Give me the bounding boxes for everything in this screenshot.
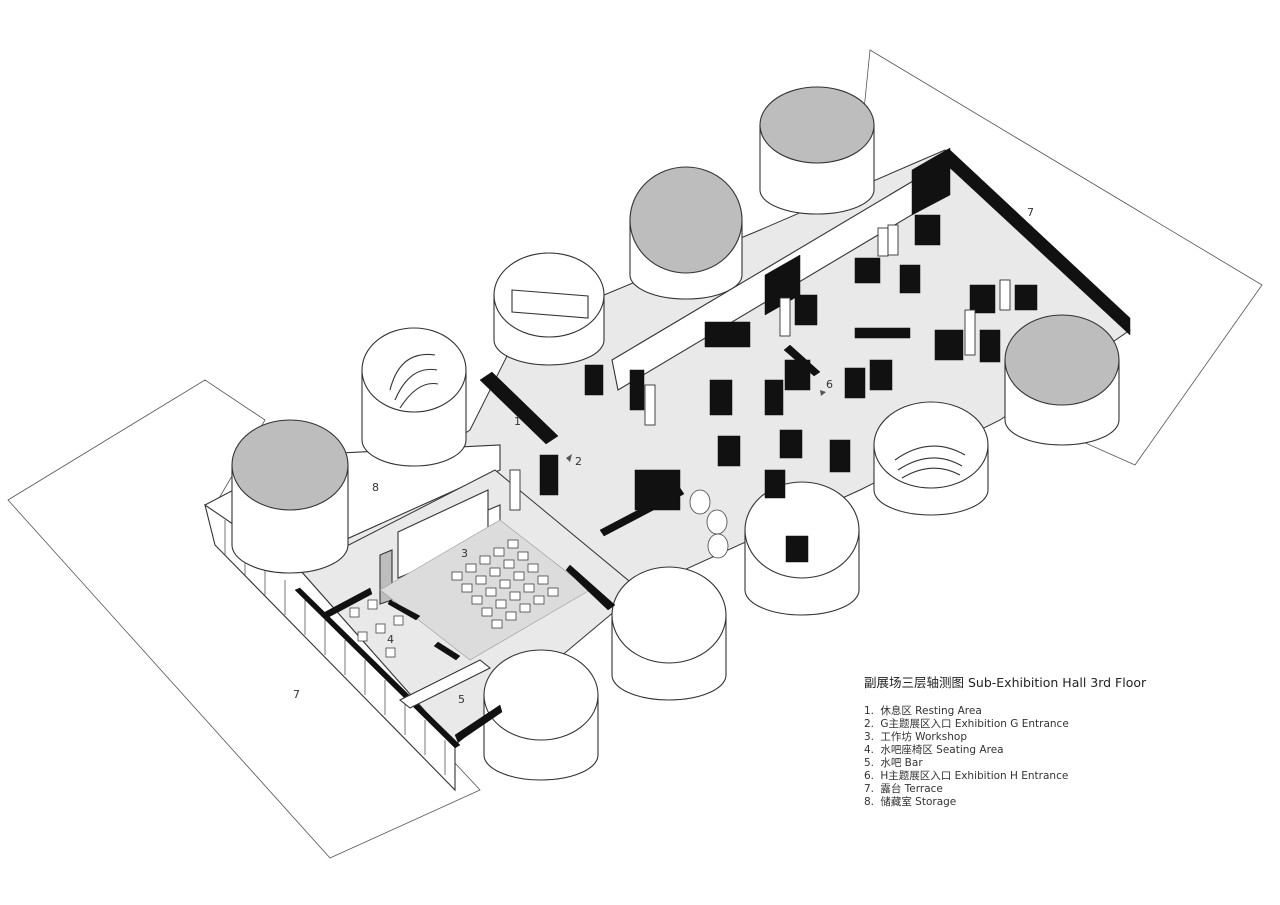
tank-stair: [361, 327, 467, 467]
label-resting-area: 1: [514, 415, 521, 428]
lounge-chairs: [689, 489, 729, 559]
legend-item: 1. 休息区 Resting Area: [864, 705, 1164, 718]
bar-counter: [398, 659, 503, 743]
label-workshop: 3: [461, 547, 468, 560]
legend-item-text: 水吧座椅区 Seating Area: [880, 744, 1004, 756]
legend-item-text: 储藏室 Storage: [880, 796, 957, 808]
tank-screen: [493, 252, 605, 366]
label-terrace-right: 7: [1027, 206, 1034, 219]
legend-item-number: 1.: [864, 705, 875, 717]
tank-storage: [231, 419, 349, 574]
legend-item: 3. 工作坊 Workshop: [864, 731, 1164, 744]
legend-item: 7. 露台 Terrace: [864, 783, 1164, 796]
legend-item-text: G主题展区入口 Exhibition G Entrance: [880, 718, 1069, 730]
legend-title: 副展场三层轴测图 Sub-Exhibition Hall 3rd Floor: [864, 675, 1147, 690]
entrance-h-arrow-icon: [820, 390, 826, 396]
legend-item: 8. 储藏室 Storage: [864, 796, 1164, 809]
north-display-wall: [611, 147, 1131, 391]
label-bar: 5: [458, 693, 465, 706]
workshop-area: [379, 519, 591, 661]
tank-bar: [483, 649, 599, 781]
legend-item-text: 休息区 Resting Area: [880, 705, 982, 717]
tank-south-mid: [744, 481, 860, 616]
tank-east: [1004, 314, 1120, 446]
seating-area-furniture: [324, 587, 461, 661]
tank-north-1: [629, 166, 743, 300]
legend-item-text: 露台 Terrace: [880, 783, 943, 795]
legend-item-number: 6.: [864, 770, 875, 782]
tank-south-left: [611, 566, 727, 701]
legend-item-text: H主题展区入口 Exhibition H Entrance: [880, 770, 1069, 782]
label-exhibition-g-entrance: 2: [575, 455, 582, 468]
legend-item: 6. H主题展区入口 Exhibition H Entrance: [864, 770, 1164, 783]
legend-item-text: 工作坊 Workshop: [880, 731, 967, 743]
pillars: [509, 224, 1011, 511]
legend-item-number: 7.: [864, 783, 875, 795]
plan-labels: 1 2 3 4 5 6 7 7 8: [293, 206, 1034, 706]
label-exhibition-h-entrance: 6: [826, 378, 833, 391]
label-storage: 8: [372, 481, 379, 494]
legend: 副展场三层轴测图 Sub-Exhibition Hall 3rd Floor 1…: [864, 672, 1164, 809]
legend-item-number: 8.: [864, 796, 875, 808]
label-terrace-left: 7: [293, 688, 300, 701]
legend-item-number: 3.: [864, 731, 875, 743]
entrance-g-arrow-icon: [566, 454, 572, 462]
legend-item: 2. G主题展区入口 Exhibition G Entrance: [864, 718, 1164, 731]
legend-item: 4. 水吧座椅区 Seating Area: [864, 744, 1164, 757]
legend-item-number: 4.: [864, 744, 875, 756]
label-seating-area: 4: [387, 633, 394, 646]
legend-item-number: 2.: [864, 718, 875, 730]
tank-amphitheatre: [873, 401, 989, 516]
tank-north-2: [759, 86, 875, 215]
legend-item: 5. 水吧 Bar: [864, 757, 1164, 770]
legend-item-text: 水吧 Bar: [880, 757, 923, 769]
legend-item-number: 5.: [864, 757, 875, 769]
exhibition-panels: [479, 214, 1038, 611]
